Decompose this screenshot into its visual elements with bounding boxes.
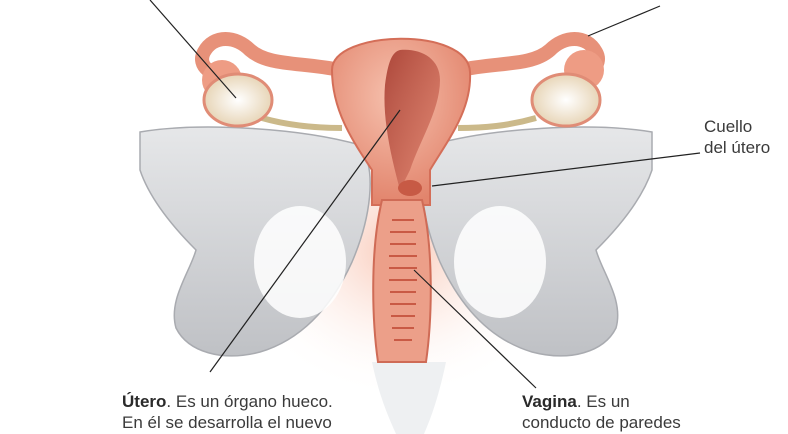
label-cuello-line1: Cuello (704, 116, 770, 137)
label-utero: Útero. Es un órgano hueco. En él se desa… (122, 391, 422, 433)
label-vagina-line2: conducto de paredes (522, 412, 782, 433)
label-vagina: Vagina. Es un conducto de paredes (522, 391, 782, 433)
label-cuello-del-utero: Cuello del útero (704, 116, 770, 158)
cervix (398, 180, 422, 196)
label-utero-line1-rest: . Es un órgano hueco. (166, 392, 332, 411)
label-cuello-line2: del útero (704, 137, 770, 158)
label-vagina-line1-rest: . Es un (577, 392, 630, 411)
label-utero-line1: Útero. Es un órgano hueco. (122, 391, 422, 412)
label-utero-line2: En él se desarrolla el nuevo (122, 412, 422, 433)
label-utero-term: Útero (122, 392, 166, 411)
label-vagina-term: Vagina (522, 392, 577, 411)
label-vagina-line1: Vagina. Es un (522, 391, 782, 412)
leader-line-ovary-left (150, 0, 236, 98)
ovary-left (204, 74, 272, 126)
pelvis-left-foramen (254, 206, 346, 318)
leader-line-tube-right (588, 6, 660, 36)
ovary-right (532, 74, 600, 126)
pelvis-right-foramen (454, 206, 546, 318)
